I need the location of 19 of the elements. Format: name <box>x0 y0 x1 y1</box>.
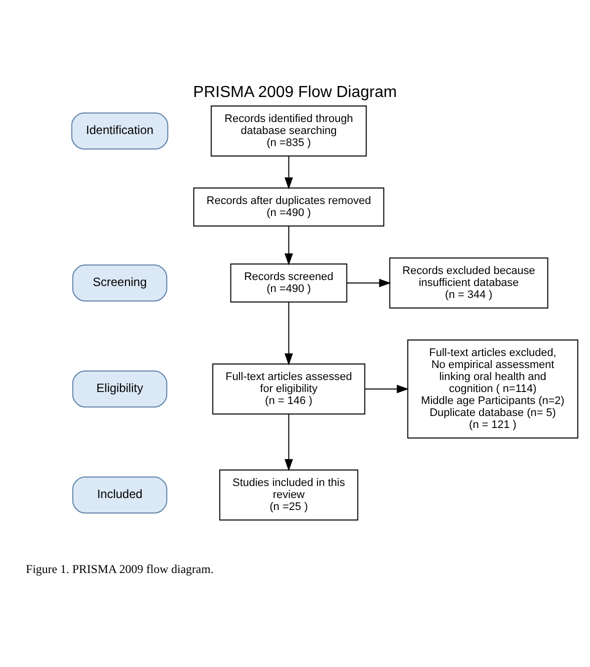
arrow <box>364 384 409 393</box>
node-box: Identification <box>71 112 168 149</box>
node-box: Records identified through database searching (n =835 ) <box>210 105 367 156</box>
node-box: Records excluded because insufficient database (n = 344 ) <box>389 257 548 308</box>
arrow <box>284 155 293 189</box>
diagram-title: PRISMA 2009 Flow Diagram <box>193 83 397 100</box>
node-box: Full-text articles excluded, No empirical assessment linking oral health and cognition ( n=114) Middle age Participants (n=2) Duplicate database (n= 5) (n = 121 ) <box>407 339 578 438</box>
node-box: Screening <box>72 264 168 301</box>
arrow <box>284 413 293 471</box>
arrow <box>346 278 392 287</box>
node-box: Studies included in this review (n =25 ) <box>219 469 358 520</box>
node-box: Eligibility <box>72 370 168 407</box>
caption: Figure 1. PRISMA 2009 flow diagram. <box>26 562 214 576</box>
node-box: Included <box>72 476 168 513</box>
arrow <box>284 301 293 365</box>
node-box: Full-text articles assessed for eligibility (n = 146 ) <box>212 363 366 414</box>
arrow <box>284 225 293 265</box>
node-box: Records after duplicates removed (n =490 ) <box>193 187 384 226</box>
node-box: Records screened (n =490 ) <box>230 263 348 302</box>
